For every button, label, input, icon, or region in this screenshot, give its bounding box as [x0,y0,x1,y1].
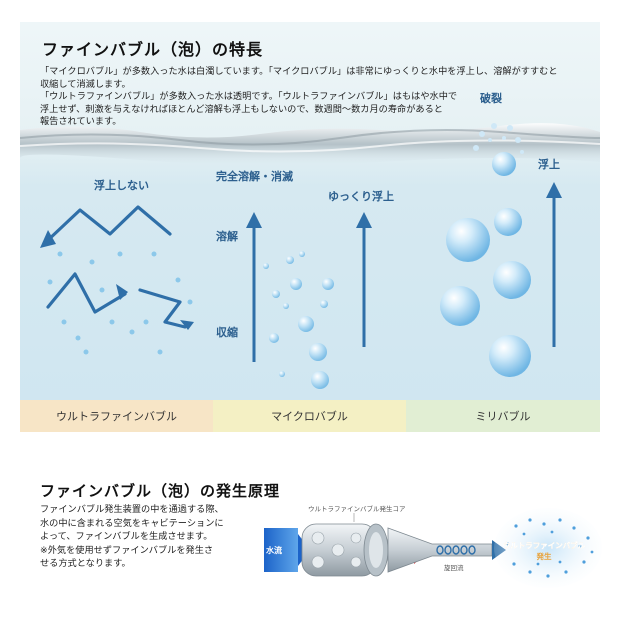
description-line: ※外気を使用せずファインバブルを発生さ [40,544,214,556]
generation-principle-diagram: ウルトラファインバブル発生コア 水流 旋回流 ウルトラファインバブル [264,504,602,588]
description-line: よって、ファインバブルを生成させます。 [40,531,213,543]
milli-bubbles [440,152,531,377]
micro-arrows [252,222,366,362]
section2-title: ファインバブル（泡）の発生原理 [40,482,281,500]
zigzag-arrows [44,205,187,329]
description-line: 報告されています。 [40,116,122,127]
description-line: 収縮して消滅します。 [40,78,131,90]
description-line: ファインバブル発生装置の中を通過する際、 [40,504,224,515]
label-not-rising: 浮上しない [94,179,149,192]
section1-description: 「マイクロバブル」が多数入った水は白濁しています。「マイクロバブル」は非常にゆっ… [40,66,590,129]
core-label: ウルトラファインバブル発生コア [308,504,406,513]
label-complete-dissolution: 完全溶解・消滅 [216,170,293,183]
swirl-label: 旋回流 [444,563,464,572]
output-label-line2: 発生 [536,551,552,561]
output-bubbles [506,518,594,578]
section1-title: ファインバブル（泡）の特長 [42,40,264,59]
label-rise: 浮上 [538,158,560,171]
section2-description: ファインバブル発生装置の中を通過する際、 水の中に含まれる空気をキャビテーション… [40,503,224,571]
label-slow-rise: ゆっくり浮上 [328,190,394,203]
micro-bubbles [263,251,334,389]
label-dissolution: 溶解 [216,230,238,243]
category-micro: マイクロバブル [213,400,406,432]
water-surface [20,123,600,166]
generation-core [301,523,389,577]
description-line: 浮上せず、刺激を与えなければほとんど溶解も浮上もしないので、数週間～数カ月の寿命… [40,103,443,115]
description-line: せる方式となります。 [40,558,131,570]
description-line: 「マイクロバブル」が多数入った水は白濁しています。「マイクロバブル」は非常にゆっ… [40,66,558,77]
category-milli: ミリバブル [406,400,600,432]
description-line: 「ウルトラファインバブル」が多数入った水は透明です。「ウルトラファインバブル」は… [40,91,458,102]
water-background [20,123,600,389]
swirl-flow [436,545,476,555]
category-ultrafine: ウルトラファインバブル [20,400,213,432]
burst-particles [473,123,524,154]
label-shrink: 収縮 [216,326,238,339]
inlet-water [264,528,298,572]
inlet-label: 水流 [265,545,282,555]
label-burst: 破裂 [480,92,502,105]
bubble-characteristics-panel: ファインバブル（泡）の特長 「マイクロバブル」が多数入った水は白濁しています。「… [20,22,600,432]
ultrafine-bubbles [47,251,193,355]
nozzle [387,527,493,573]
description-line: 水の中に含まれる空気をキャビテーションに [40,517,224,529]
output-label-line1: ウルトラファインバブル [503,540,586,550]
